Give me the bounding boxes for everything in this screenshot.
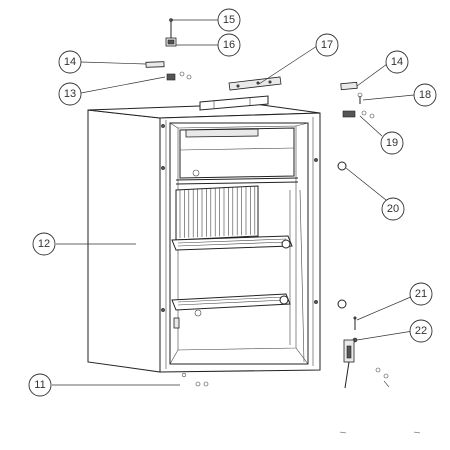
callout-17: 17	[315, 33, 339, 57]
callout-label: 21	[415, 288, 427, 300]
callout-15: 15	[217, 8, 241, 32]
callout-14-left: 14	[58, 50, 82, 74]
part-14-hinge-covers	[145, 61, 358, 91]
callout-label: 20	[387, 203, 399, 215]
callout-label: 16	[223, 39, 235, 51]
callout-19: 19	[380, 131, 404, 155]
part-21-22-lower-hinge	[343, 316, 390, 389]
upper-wire-shelf	[171, 235, 293, 251]
callout-label: 11	[34, 379, 45, 391]
part-11-screws	[181, 372, 209, 387]
part-17-top-trim	[199, 76, 282, 111]
callout-18: 18	[413, 83, 437, 107]
callout-21: 21	[409, 282, 433, 306]
mounting-holes	[161, 124, 318, 312]
part-13-left-hinge	[166, 71, 192, 81]
part-18-19-right-hinge	[342, 92, 375, 119]
bottom-marks	[339, 431, 421, 434]
callout-label: 12	[38, 238, 50, 250]
part-20-plugs	[337, 161, 347, 309]
callout-label: 18	[419, 89, 431, 101]
callout-13: 13	[58, 82, 82, 106]
callout-12: 12	[32, 232, 56, 256]
callout-20: 20	[381, 197, 405, 221]
callout-label: 14	[391, 56, 403, 68]
callout-label: 22	[415, 325, 427, 337]
evaporator-fins	[175, 185, 259, 241]
callout-22: 22	[409, 319, 433, 343]
callout-14-right: 14	[385, 50, 409, 74]
freezer-compartment	[175, 127, 299, 185]
leader-lines	[52, 19, 415, 386]
callout-label: 17	[321, 39, 333, 51]
lower-wire-shelf	[171, 293, 291, 329]
callout-label: 14	[64, 56, 76, 68]
callout-label: 19	[386, 137, 398, 149]
callout-label: 13	[64, 88, 76, 100]
callout-11: 11	[28, 373, 52, 397]
part-15-16-hinge-pin	[165, 18, 177, 47]
callout-16: 16	[217, 33, 241, 57]
callout-label: 15	[223, 14, 235, 26]
